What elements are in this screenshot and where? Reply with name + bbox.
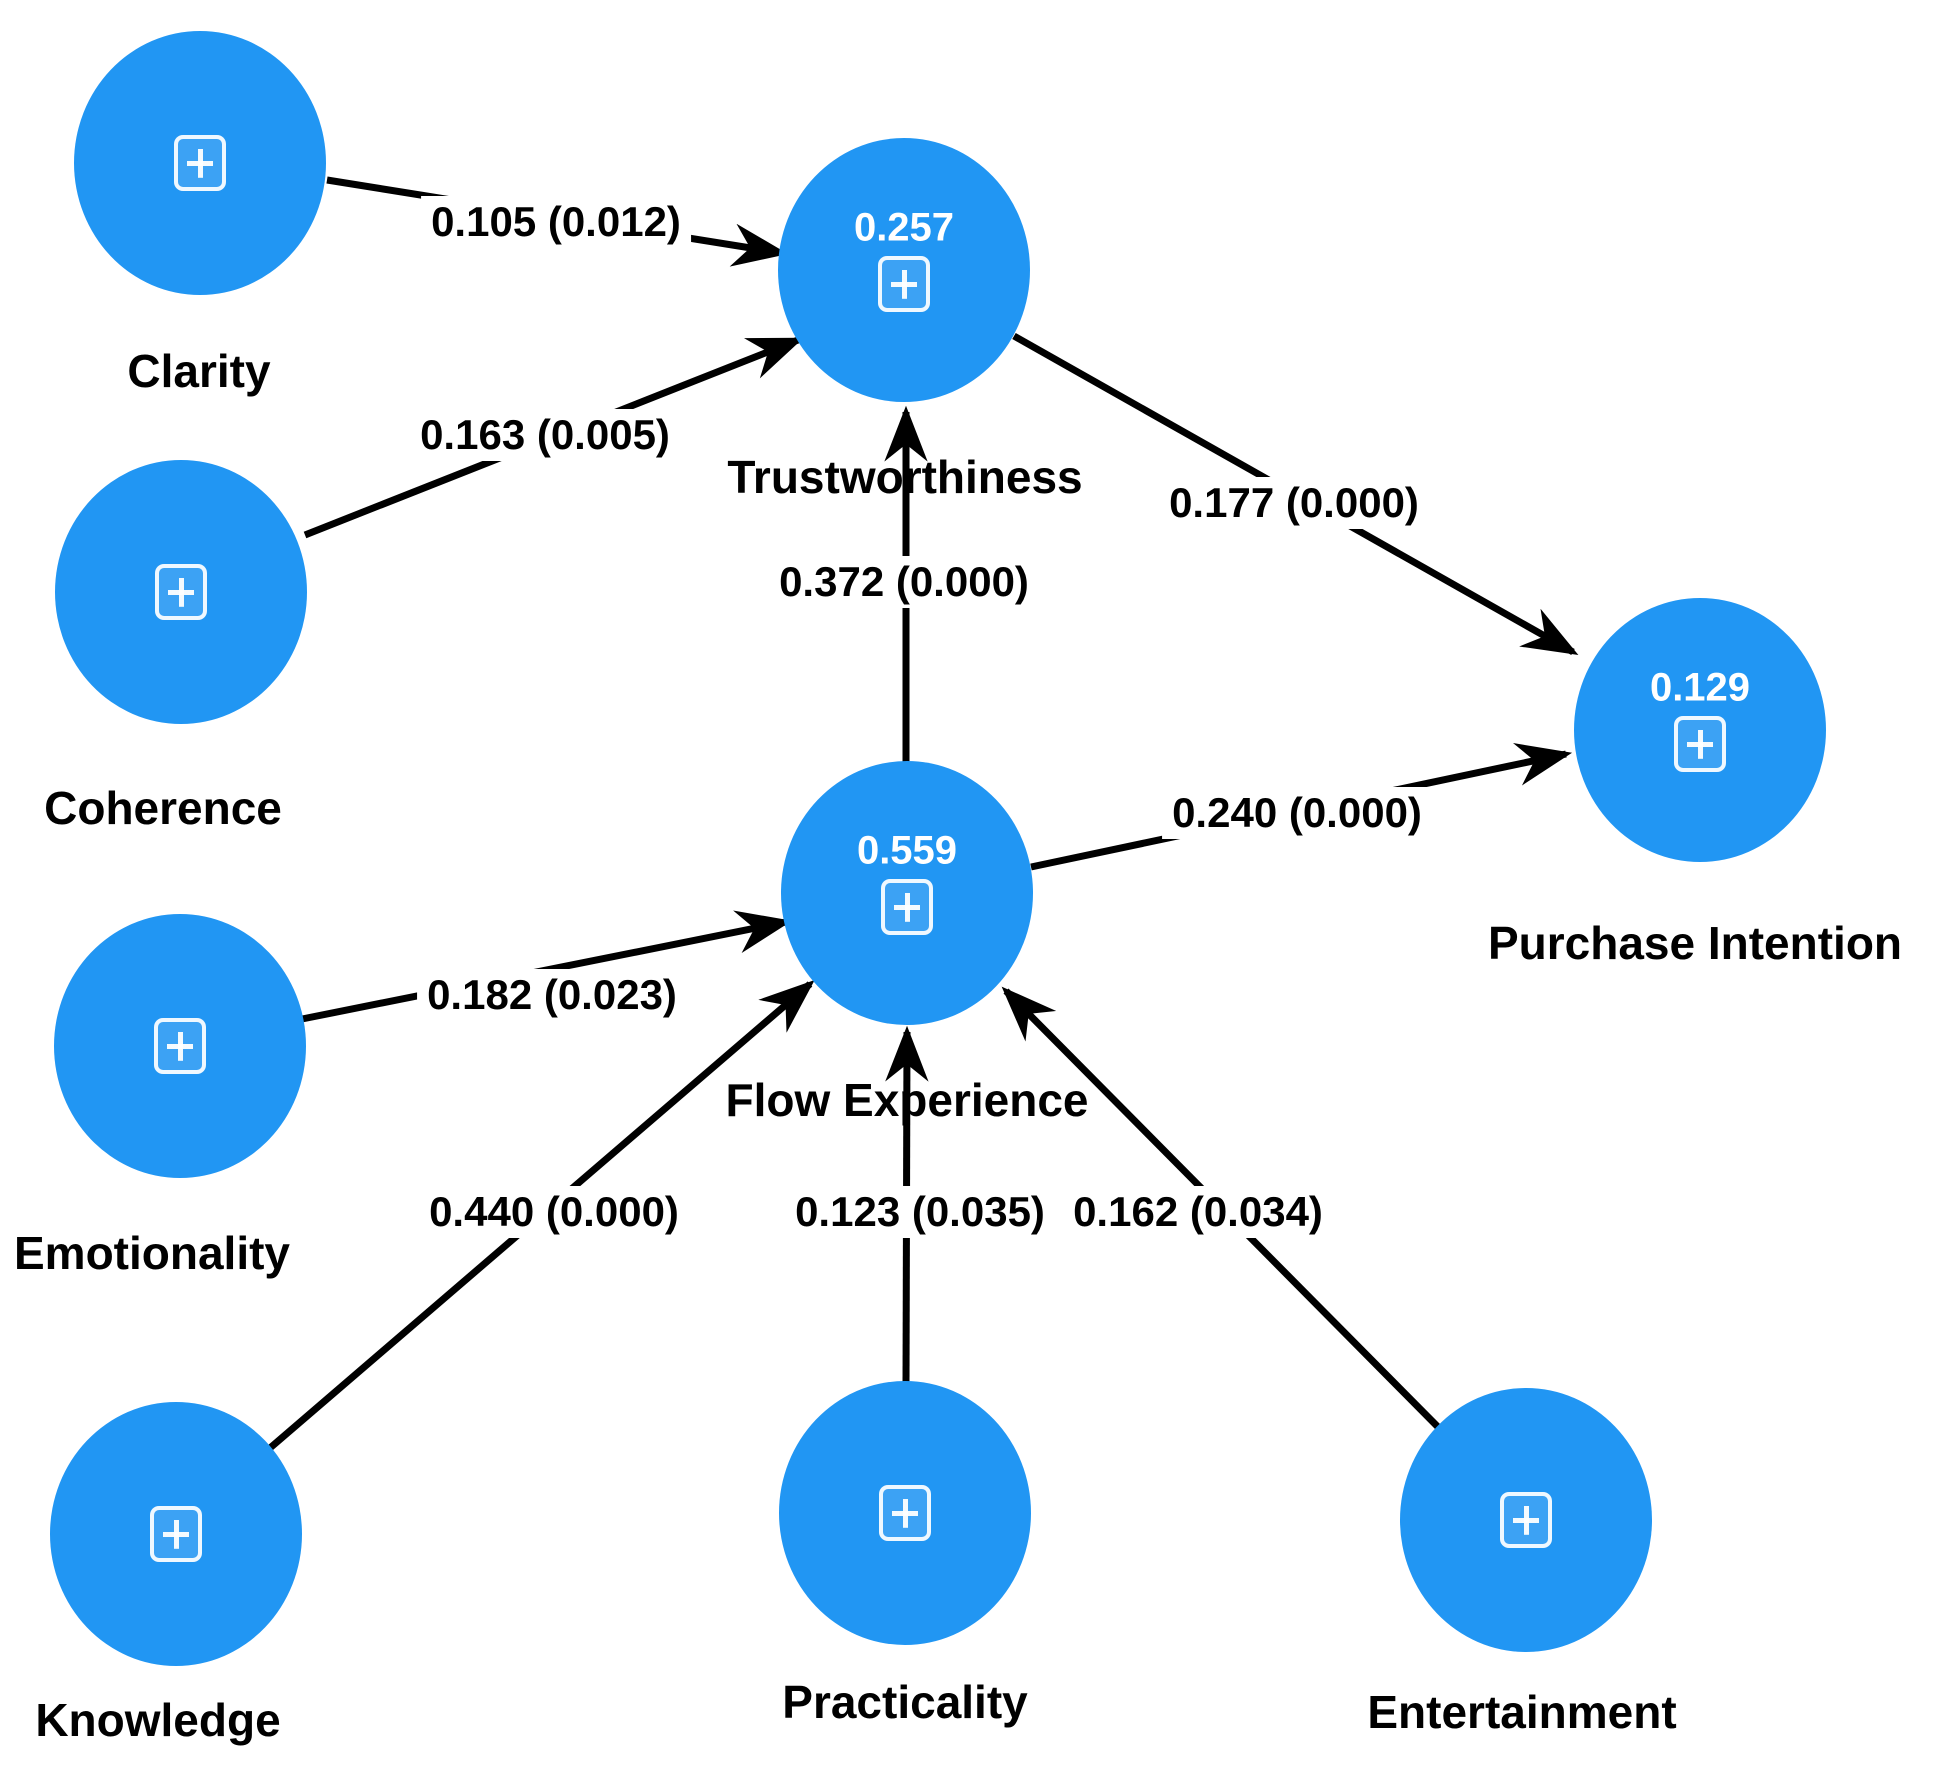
plus-square-icon[interactable] xyxy=(881,879,933,935)
plus-square-icon[interactable] xyxy=(1500,1492,1552,1548)
edge-label-practicality-flow: 0.123 (0.035) xyxy=(785,1186,1055,1238)
r-squared-value: 0.559 xyxy=(856,828,958,873)
edge-label-coherence-trustworthiness: 0.163 (0.005) xyxy=(410,409,680,461)
r-squared-value: 0.129 xyxy=(1649,665,1751,710)
node-entertainment[interactable] xyxy=(1400,1388,1652,1652)
plus-square-icon[interactable] xyxy=(1674,716,1726,772)
node-label-entertainment: Entertainment xyxy=(1367,1686,1677,1738)
node-label-purchase-intention: Purchase Intention xyxy=(1487,917,1903,969)
node-practicality[interactable] xyxy=(779,1381,1031,1645)
node-knowledge[interactable] xyxy=(50,1402,302,1666)
edge-label-emotionality-flow: 0.182 (0.023) xyxy=(417,969,687,1021)
node-label-practicality: Practicality xyxy=(782,1676,1028,1728)
node-label-knowledge: Knowledge xyxy=(35,1694,281,1746)
node-emotionality[interactable] xyxy=(54,914,306,1178)
node-purchase-intention[interactable]: 0.129 xyxy=(1574,598,1826,862)
plus-square-icon[interactable] xyxy=(878,256,930,312)
node-label-trustworthiness: Trustworthiness xyxy=(727,451,1083,503)
plus-square-icon[interactable] xyxy=(155,564,207,620)
node-label-emotionality: Emotionality xyxy=(13,1227,291,1279)
node-trustworthiness[interactable]: 0.257 xyxy=(778,138,1030,402)
plus-square-icon[interactable] xyxy=(174,135,226,191)
node-label-clarity: Clarity xyxy=(127,345,271,397)
edge-label-knowledge-flow: 0.440 (0.000) xyxy=(419,1186,689,1238)
node-clarity[interactable] xyxy=(74,31,326,295)
edge-label-clarity-trustworthiness: 0.105 (0.012) xyxy=(421,196,691,248)
edge-label-entertainment-flow: 0.162 (0.034) xyxy=(1063,1186,1333,1238)
plus-square-icon[interactable] xyxy=(879,1485,931,1541)
edge-label-flow-purchase: 0.240 (0.000) xyxy=(1162,787,1432,839)
node-label-coherence: Coherence xyxy=(44,782,282,834)
edge-label-flow-trustworthiness: 0.372 (0.000) xyxy=(769,556,1039,608)
r-squared-value: 0.257 xyxy=(853,205,955,250)
plus-square-icon[interactable] xyxy=(154,1018,206,1074)
node-coherence[interactable] xyxy=(55,460,307,724)
edge-label-trustworthiness-purchase: 0.177 (0.000) xyxy=(1159,477,1429,529)
node-flow-experience[interactable]: 0.559 xyxy=(781,761,1033,1025)
node-label-flow-experience: Flow Experience xyxy=(725,1074,1089,1126)
plus-square-icon[interactable] xyxy=(150,1506,202,1562)
